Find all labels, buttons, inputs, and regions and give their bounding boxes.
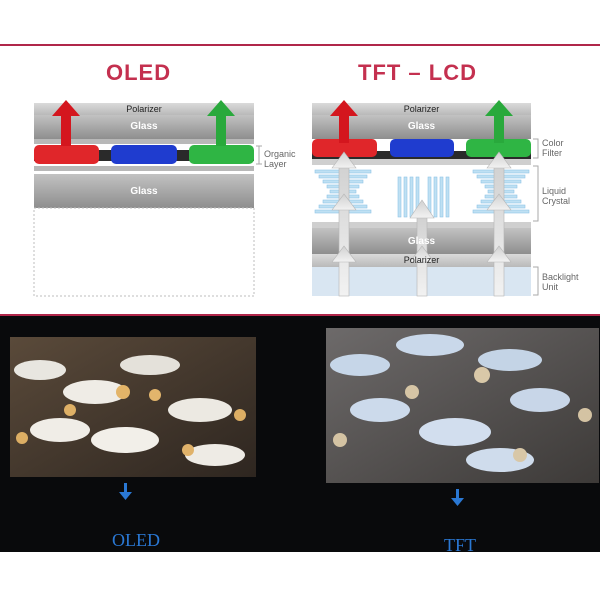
- oled-glass-top-label: Glass: [130, 121, 158, 132]
- oled-polarizer: [34, 103, 254, 115]
- oled-green-light-arrow: [207, 100, 235, 146]
- lcd-backlight-arrow-right: [486, 151, 512, 297]
- oled-photo-caption: OLED: [112, 530, 160, 550]
- lcd-polarizer-top-label: Polarizer: [403, 104, 440, 114]
- oled-red-subpixel: [34, 145, 99, 164]
- photo-comparison: [0, 316, 600, 552]
- lc-molecules-center: [397, 176, 450, 218]
- section-divider: [0, 314, 600, 316]
- oled-blue-subpixel: [111, 145, 177, 164]
- oled-red-light-arrow: [52, 100, 80, 146]
- top-divider: [0, 44, 600, 46]
- lcd-blue-filter: [390, 139, 454, 157]
- oled-green-subpixel: [189, 145, 254, 164]
- oled-glass-bottom-label: Glass: [130, 186, 158, 197]
- oled-title: OLED: [106, 60, 172, 85]
- lcd-red-light-arrow: [330, 100, 358, 143]
- lcd-red-filter: [312, 139, 377, 157]
- oled-empty-region: [33, 207, 255, 297]
- lcd-glass-top-label: Glass: [407, 121, 436, 132]
- bottom-margin: [0, 552, 600, 600]
- lcd-polarizer-top: [312, 103, 531, 115]
- oled-polarizer-label: Polarizer: [126, 104, 162, 114]
- lcd-title: TFT – LCD: [358, 60, 477, 85]
- lcd-green-light-arrow: [485, 100, 513, 143]
- lcd-glass-bottom-label: Glass: [407, 236, 436, 247]
- lcd-backlight-arrow-left: [331, 151, 357, 297]
- lcd-green-filter: [466, 139, 531, 157]
- tft-photo-caption: TFT: [444, 535, 477, 555]
- lcd-polarizer-bottom-label: Polarizer: [403, 255, 440, 265]
- lcd-backlight-arrow-center: [409, 199, 435, 297]
- oled-glass-bottom: [34, 174, 254, 208]
